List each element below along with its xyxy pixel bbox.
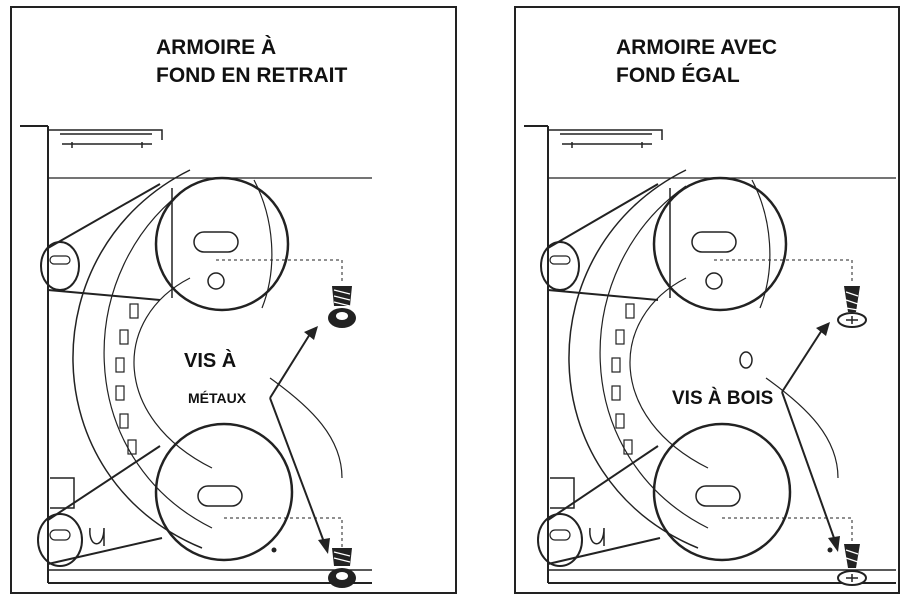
arrow-head-top (816, 322, 830, 336)
vent-slots (115, 303, 139, 455)
recessed-cabinet-drawing (20, 125, 372, 588)
metal-screw-top (328, 286, 356, 328)
top-rail (62, 142, 152, 148)
top-hole (207, 272, 225, 290)
metal-screw-bottom (328, 548, 356, 588)
bottom-magnified-circle (652, 422, 792, 562)
bottom-detail-circle (37, 513, 83, 567)
metal-screw-label-line2: MÉTAUX (188, 390, 247, 406)
right-title-line2: FOND ÉGAL (616, 64, 740, 87)
drum-outer-arc (72, 169, 203, 549)
panel-recessed-back: ARMOIRE À FOND EN RETRAIT VIS À MÉTAUX (10, 6, 457, 594)
right-title-line1: ARMOIRE AVEC (616, 36, 778, 59)
bottom-magnified-circle (154, 422, 294, 562)
left-title-line1: ARMOIRE À (156, 36, 277, 59)
top-bracket (48, 129, 163, 140)
drum-inner-arc (103, 185, 213, 529)
wood-screw-bottom (837, 544, 867, 586)
drum-core-arc (133, 277, 213, 469)
wood-screw-label: VIS À BOIS (672, 388, 774, 409)
arrow-head-top (304, 326, 318, 340)
drum-right-arc (269, 377, 343, 479)
panel-flush-back: ARMOIRE AVEC FOND ÉGAL VIS À BOIS (514, 6, 900, 594)
arrow-head-bottom (828, 536, 840, 552)
top-detail-circle (40, 241, 80, 291)
wood-screw-top (837, 286, 867, 328)
top-slot (193, 231, 239, 253)
flush-cabinet-drawing (524, 125, 896, 586)
left-title-line2: FOND EN RETRAIT (156, 64, 348, 87)
metal-screw-label-line1: VIS À (184, 350, 237, 372)
top-magnified-circle (652, 176, 788, 312)
arrow-head-bottom (318, 538, 330, 554)
top-magnified-circle (154, 176, 290, 312)
bottom-slot (197, 485, 243, 507)
